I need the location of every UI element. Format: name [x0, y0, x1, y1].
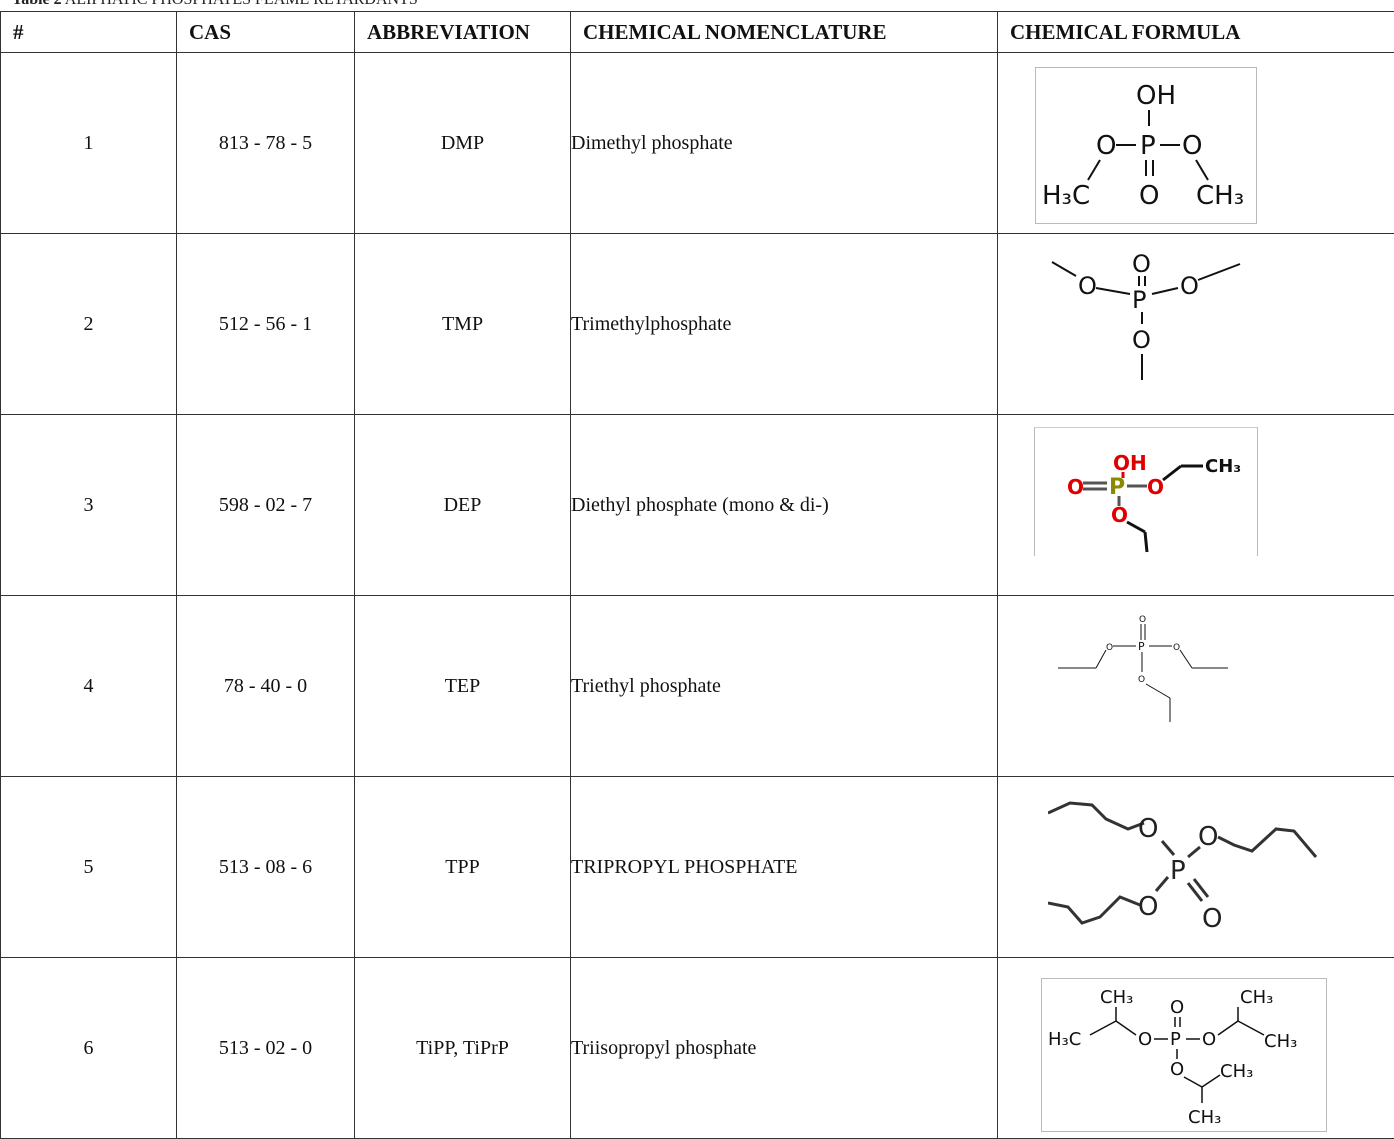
formula-cell: OH O P O CH₃ O — [998, 415, 1394, 596]
dep-structure-icon: OH O P O CH₃ O — [1034, 427, 1258, 556]
structure-atom-label: O — [1132, 250, 1151, 278]
tpp-structure-icon: O P O O O — [1048, 793, 1328, 943]
formula-cell: O P O O O — [998, 234, 1394, 415]
formula-cell: O P O O O — [998, 596, 1394, 777]
tipp-structure-icon: CH₃ H₃C O P O O — [1041, 978, 1327, 1132]
structure-atom-label: H₃C — [1048, 1029, 1081, 1050]
chemical-name: Diethyl phosphate (mono & di-) — [571, 415, 998, 596]
structure-atom-label: O — [1138, 814, 1158, 844]
abbreviation: DEP — [355, 415, 571, 596]
structure-atom-label: O — [1138, 675, 1145, 685]
structure-atom-label: O — [1096, 131, 1116, 161]
chemical-name: Triethyl phosphate — [571, 596, 998, 777]
formula-cell: CH₃ H₃C O P O O — [998, 958, 1394, 1139]
table-row: 2 512 - 56 - 1 TMP Trimethylphosphate O … — [1, 234, 1394, 415]
tep-structure-icon: O P O O O — [1056, 610, 1246, 760]
structure-atom-label: O — [1067, 475, 1084, 499]
structure-atom-label: CH₃ — [1220, 1061, 1253, 1082]
structure-atom-label: O — [1139, 615, 1146, 625]
structure-atom-label: O — [1111, 503, 1128, 527]
structure-atom-label: O — [1170, 1059, 1184, 1080]
structure-atom-label: H₃C — [1042, 181, 1090, 211]
table-row: 5 513 - 08 - 6 TPP TRIPROPYL PHOSPHATE O… — [1, 777, 1394, 958]
structure-atom-label: CH₃ — [1205, 456, 1241, 477]
column-header-cas: CAS — [177, 12, 355, 53]
structure-atom-label: P — [1170, 856, 1186, 886]
table-caption: Table 2 ALIPHATIC PHOSPHATES FLAME RETAR… — [12, 0, 418, 9]
table-row: 1 813 - 78 - 5 DMP Dimethyl phosphate OH… — [1, 53, 1394, 234]
abbreviation: TPP — [355, 777, 571, 958]
row-number: 4 — [1, 596, 177, 777]
row-number: 1 — [1, 53, 177, 234]
table-caption-text: ALIPHATIC PHOSPHATES FLAME RETARDANTS — [65, 0, 418, 8]
cas-number: 598 - 02 - 7 — [177, 415, 355, 596]
structure-atom-label: O — [1202, 904, 1222, 934]
structure-atom-label: CH₃ — [1196, 181, 1244, 211]
structure-atom-label: O — [1147, 475, 1164, 499]
structure-atom-label: O — [1138, 892, 1158, 922]
cas-number: 512 - 56 - 1 — [177, 234, 355, 415]
column-header-abbreviation: ABBREVIATION — [355, 12, 571, 53]
table-row: 3 598 - 02 - 7 DEP Diethyl phosphate (mo… — [1, 415, 1394, 596]
structure-atom-label: O — [1170, 997, 1184, 1018]
dmp-structure-icon: OH O P O O H₃C CH₃ — [1035, 67, 1257, 224]
cas-number: 513 - 08 - 6 — [177, 777, 355, 958]
structure-atom-label: O — [1198, 822, 1218, 852]
structure-atom-label: O — [1132, 326, 1151, 354]
structure-atom-label: P — [1132, 286, 1146, 314]
structure-atom-label: O — [1180, 272, 1199, 300]
abbreviation: DMP — [355, 53, 571, 234]
structure-atom-label: P — [1138, 640, 1145, 653]
structure-atom-label: CH₃ — [1264, 1031, 1297, 1052]
structure-atom-label: CH₃ — [1100, 987, 1133, 1008]
formula-cell: OH O P O O H₃C CH₃ — [998, 53, 1394, 234]
structure-atom-label: O — [1138, 1029, 1152, 1050]
abbreviation: TMP — [355, 234, 571, 415]
formula-cell: O P O O O — [998, 777, 1394, 958]
structure-atom-label: CH₃ — [1240, 987, 1273, 1008]
table-row: 4 78 - 40 - 0 TEP Triethyl phosphate O P… — [1, 596, 1394, 777]
column-header-number: # — [1, 12, 177, 53]
chemical-name: Trimethylphosphate — [571, 234, 998, 415]
cas-number: 78 - 40 - 0 — [177, 596, 355, 777]
structure-atom-label: O — [1202, 1029, 1216, 1050]
structure-atom-label: O — [1106, 643, 1113, 653]
structure-atom-label: P — [1140, 131, 1156, 161]
tmp-structure-icon: O P O O O — [1048, 242, 1248, 402]
row-number: 2 — [1, 234, 177, 415]
table-row: 6 513 - 02 - 0 TiPP, TiPrP Triisopropyl … — [1, 958, 1394, 1139]
structure-atom-label: O — [1173, 643, 1180, 653]
cas-number: 513 - 02 - 0 — [177, 958, 355, 1139]
structure-atom-label: O — [1139, 181, 1159, 211]
structure-atom-label: P — [1170, 1029, 1181, 1050]
abbreviation: TEP — [355, 596, 571, 777]
structure-atom-label: OH — [1113, 451, 1147, 475]
structure-atom-label: O — [1182, 131, 1202, 161]
column-header-formula: CHEMICAL FORMULA — [998, 12, 1394, 53]
table-header-row: # CAS ABBREVIATION CHEMICAL NOMENCLATURE… — [1, 12, 1394, 53]
abbreviation: TiPP, TiPrP — [355, 958, 571, 1139]
table-caption-label: Table 2 — [12, 0, 62, 8]
row-number: 5 — [1, 777, 177, 958]
chemical-name: TRIPROPYL PHOSPHATE — [571, 777, 998, 958]
cas-number: 813 - 78 - 5 — [177, 53, 355, 234]
column-header-nomenclature: CHEMICAL NOMENCLATURE — [571, 12, 998, 53]
row-number: 3 — [1, 415, 177, 596]
chemical-name: Triisopropyl phosphate — [571, 958, 998, 1139]
structure-atom-label: O — [1078, 272, 1097, 300]
structure-atom-label: CH₃ — [1188, 1107, 1221, 1128]
structure-atom-label: P — [1109, 475, 1125, 500]
flame-retardants-table: # CAS ABBREVIATION CHEMICAL NOMENCLATURE… — [0, 11, 1394, 1139]
row-number: 6 — [1, 958, 177, 1139]
chemical-name: Dimethyl phosphate — [571, 53, 998, 234]
structure-atom-label: OH — [1136, 81, 1176, 111]
